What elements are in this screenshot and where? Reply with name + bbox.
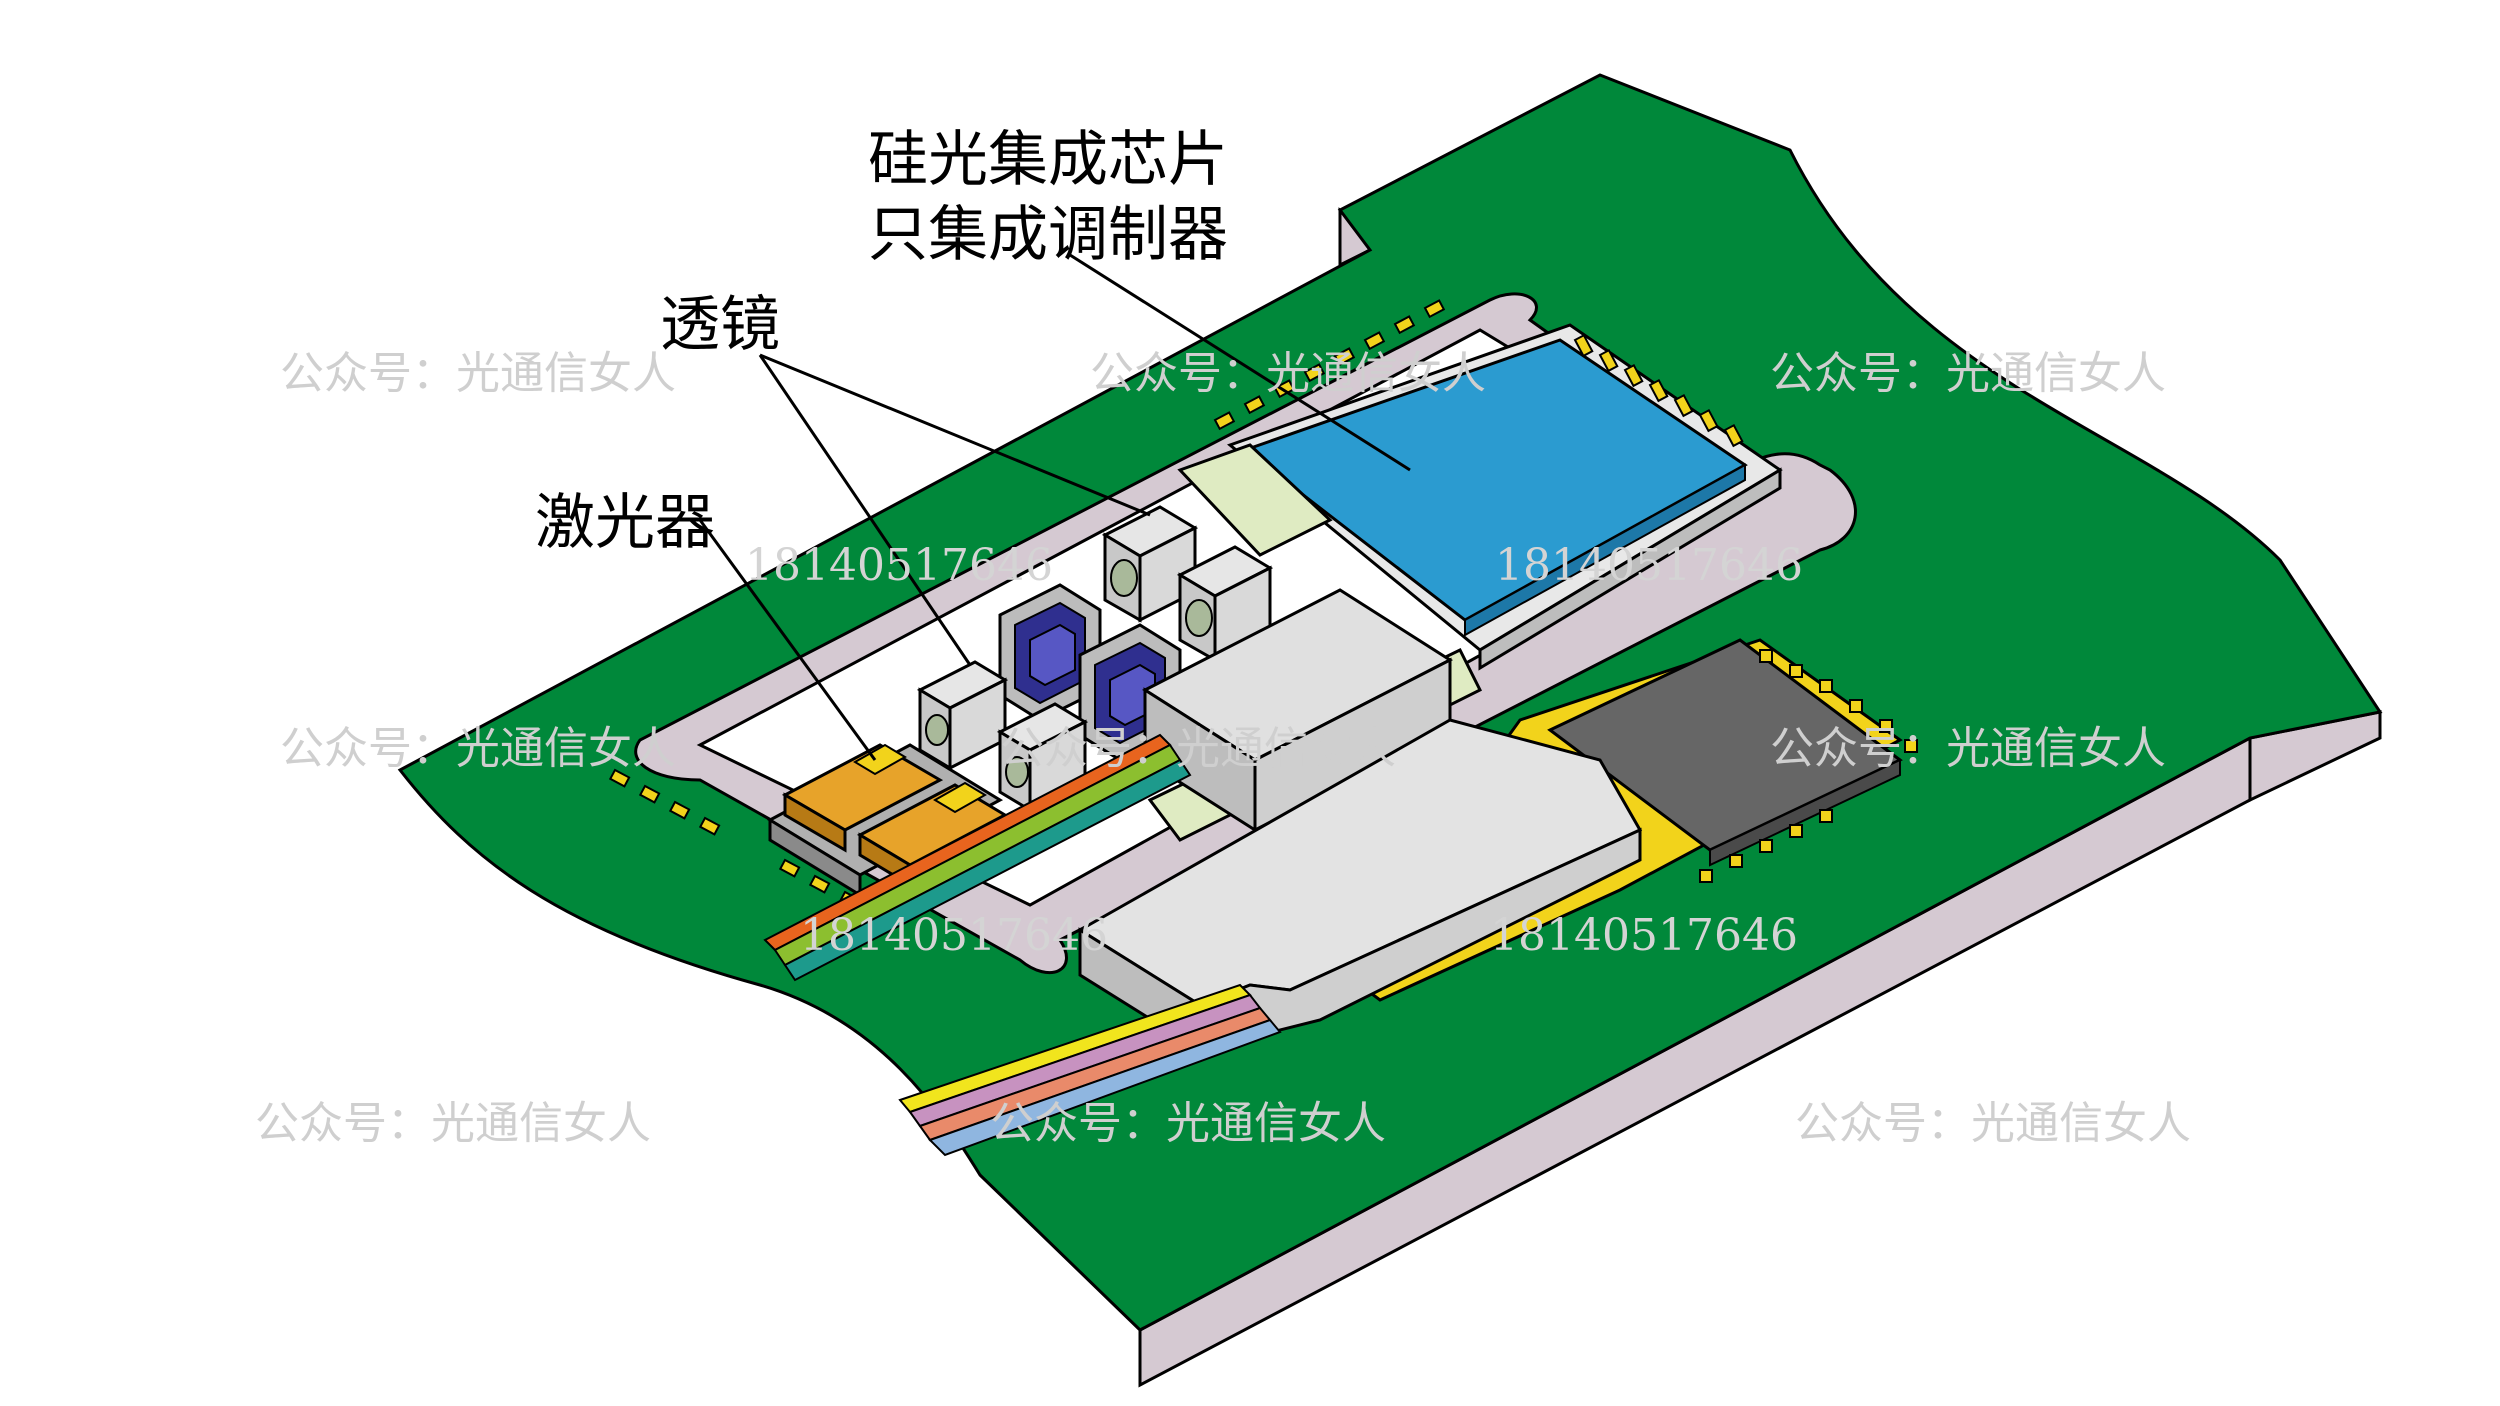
watermark-7: 公众号：光通信女人: [255, 1098, 651, 1149]
label-sipho-line1: 硅光集成芯片: [868, 125, 1228, 195]
watermark-1: 公众号：光通信女人: [280, 348, 676, 399]
modulator-chip-side: [1464, 463, 1746, 637]
sipho-chip-front-side: [1478, 467, 1782, 671]
watermark-6: 公众号：光通信女人: [1770, 723, 2166, 774]
pad-row-top: [1213, 299, 1446, 431]
watermark-number-2: 18140517646: [1495, 540, 1803, 591]
watermark-4: 公众号：光通信女人: [280, 723, 676, 774]
watermark-number-3: 18140517646: [800, 910, 1108, 961]
laser-pad-1: [853, 743, 907, 776]
leader-sipho: [1069, 253, 1411, 472]
label-laser: 激光器: [535, 488, 715, 558]
driver-chip-side: [1709, 758, 1901, 867]
watermark-8: 公众号：光通信女人: [990, 1098, 1386, 1149]
lens-cube-1: [916, 660, 1009, 771]
laser-chip-1-side: [783, 792, 847, 853]
label-sipho-line2: 只集成调制器: [868, 200, 1228, 270]
laser-pad-2: [933, 781, 987, 814]
leader-laser: [698, 519, 877, 761]
leader-lens-a: [758, 354, 972, 666]
watermark-number-1: 18140517646: [745, 540, 1053, 591]
watermark-9: 公众号：光通信女人: [1795, 1098, 2191, 1149]
watermark-number-4: 18140517646: [1490, 910, 1798, 961]
submount-strip: [1177, 443, 1333, 557]
fiber-ribbon-bottom: [898, 983, 1282, 1157]
pad-row-right: [1573, 333, 1744, 448]
driver-pads: [1699, 649, 1918, 883]
watermark-5: 公众号：光通信女人: [1000, 723, 1396, 774]
isolator-1: [998, 583, 1102, 722]
fiber-ribbon-top: [763, 733, 1192, 982]
watermark-3: 公众号：光通信女人: [1770, 348, 2166, 399]
leader-lens-b: [759, 353, 1151, 517]
watermark-2: 公众号：光通信女人: [1090, 348, 1486, 399]
label-lens: 透镜: [660, 290, 780, 360]
